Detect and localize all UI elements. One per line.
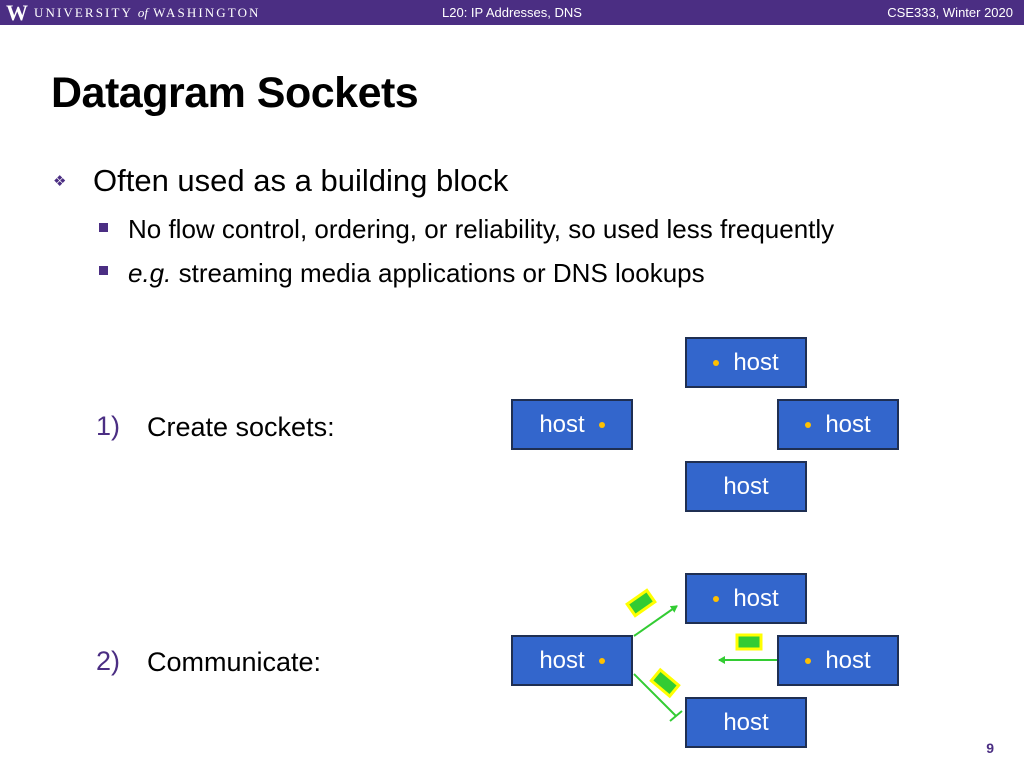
step-2-number: 2): [96, 646, 121, 676]
step-2-label: Communicate:: [147, 647, 322, 677]
step-1-number: 1): [96, 411, 121, 441]
socket-dot-icon: [713, 595, 720, 602]
square-bullet-icon: [99, 266, 108, 275]
host-box-right-2: host: [777, 635, 899, 686]
slide-title: Datagram Sockets: [51, 69, 419, 117]
packet-icon: [649, 667, 681, 699]
arrow-end-bar: [669, 710, 683, 722]
arrow-to-bottom-host: [633, 673, 677, 717]
packet-icon: [625, 588, 657, 618]
socket-dot-icon: [598, 657, 605, 664]
host-box-bottom-2: host: [685, 697, 807, 748]
lecture-title: L20: IP Addresses, DNS: [442, 5, 582, 20]
socket-dot-icon: [805, 421, 812, 428]
packet-icon: [735, 633, 763, 651]
socket-dot-icon: [713, 359, 720, 366]
diamond-bullet-icon: ❖: [53, 173, 67, 190]
arrow-to-top-host: [633, 605, 678, 637]
socket-dot-icon: [805, 657, 812, 664]
sub-bullet-2: e.g. streaming media applications or DNS…: [128, 258, 705, 288]
course-label: CSE333, Winter 2020: [887, 5, 1013, 20]
host-box-top: host: [685, 337, 807, 388]
host-box-bottom: host: [685, 461, 807, 512]
step-1-label: Create sockets:: [147, 412, 335, 442]
header-bar: W UNIVERSITY of WASHINGTON L20: IP Addre…: [0, 0, 1024, 25]
page-number: 9: [986, 740, 994, 756]
host-box-right: host: [777, 399, 899, 450]
university-wordmark: UNIVERSITY of WASHINGTON: [34, 5, 261, 20]
host-box-top-2: host: [685, 573, 807, 624]
host-box-left: host: [511, 399, 633, 450]
square-bullet-icon: [99, 223, 108, 232]
main-bullet: Often used as a building block: [93, 163, 509, 198]
socket-dot-icon: [598, 421, 605, 428]
sub-bullet-1: No flow control, ordering, or reliabilit…: [128, 214, 835, 244]
uw-logo-icon: W: [6, 0, 28, 25]
host-box-left-2: host: [511, 635, 633, 686]
